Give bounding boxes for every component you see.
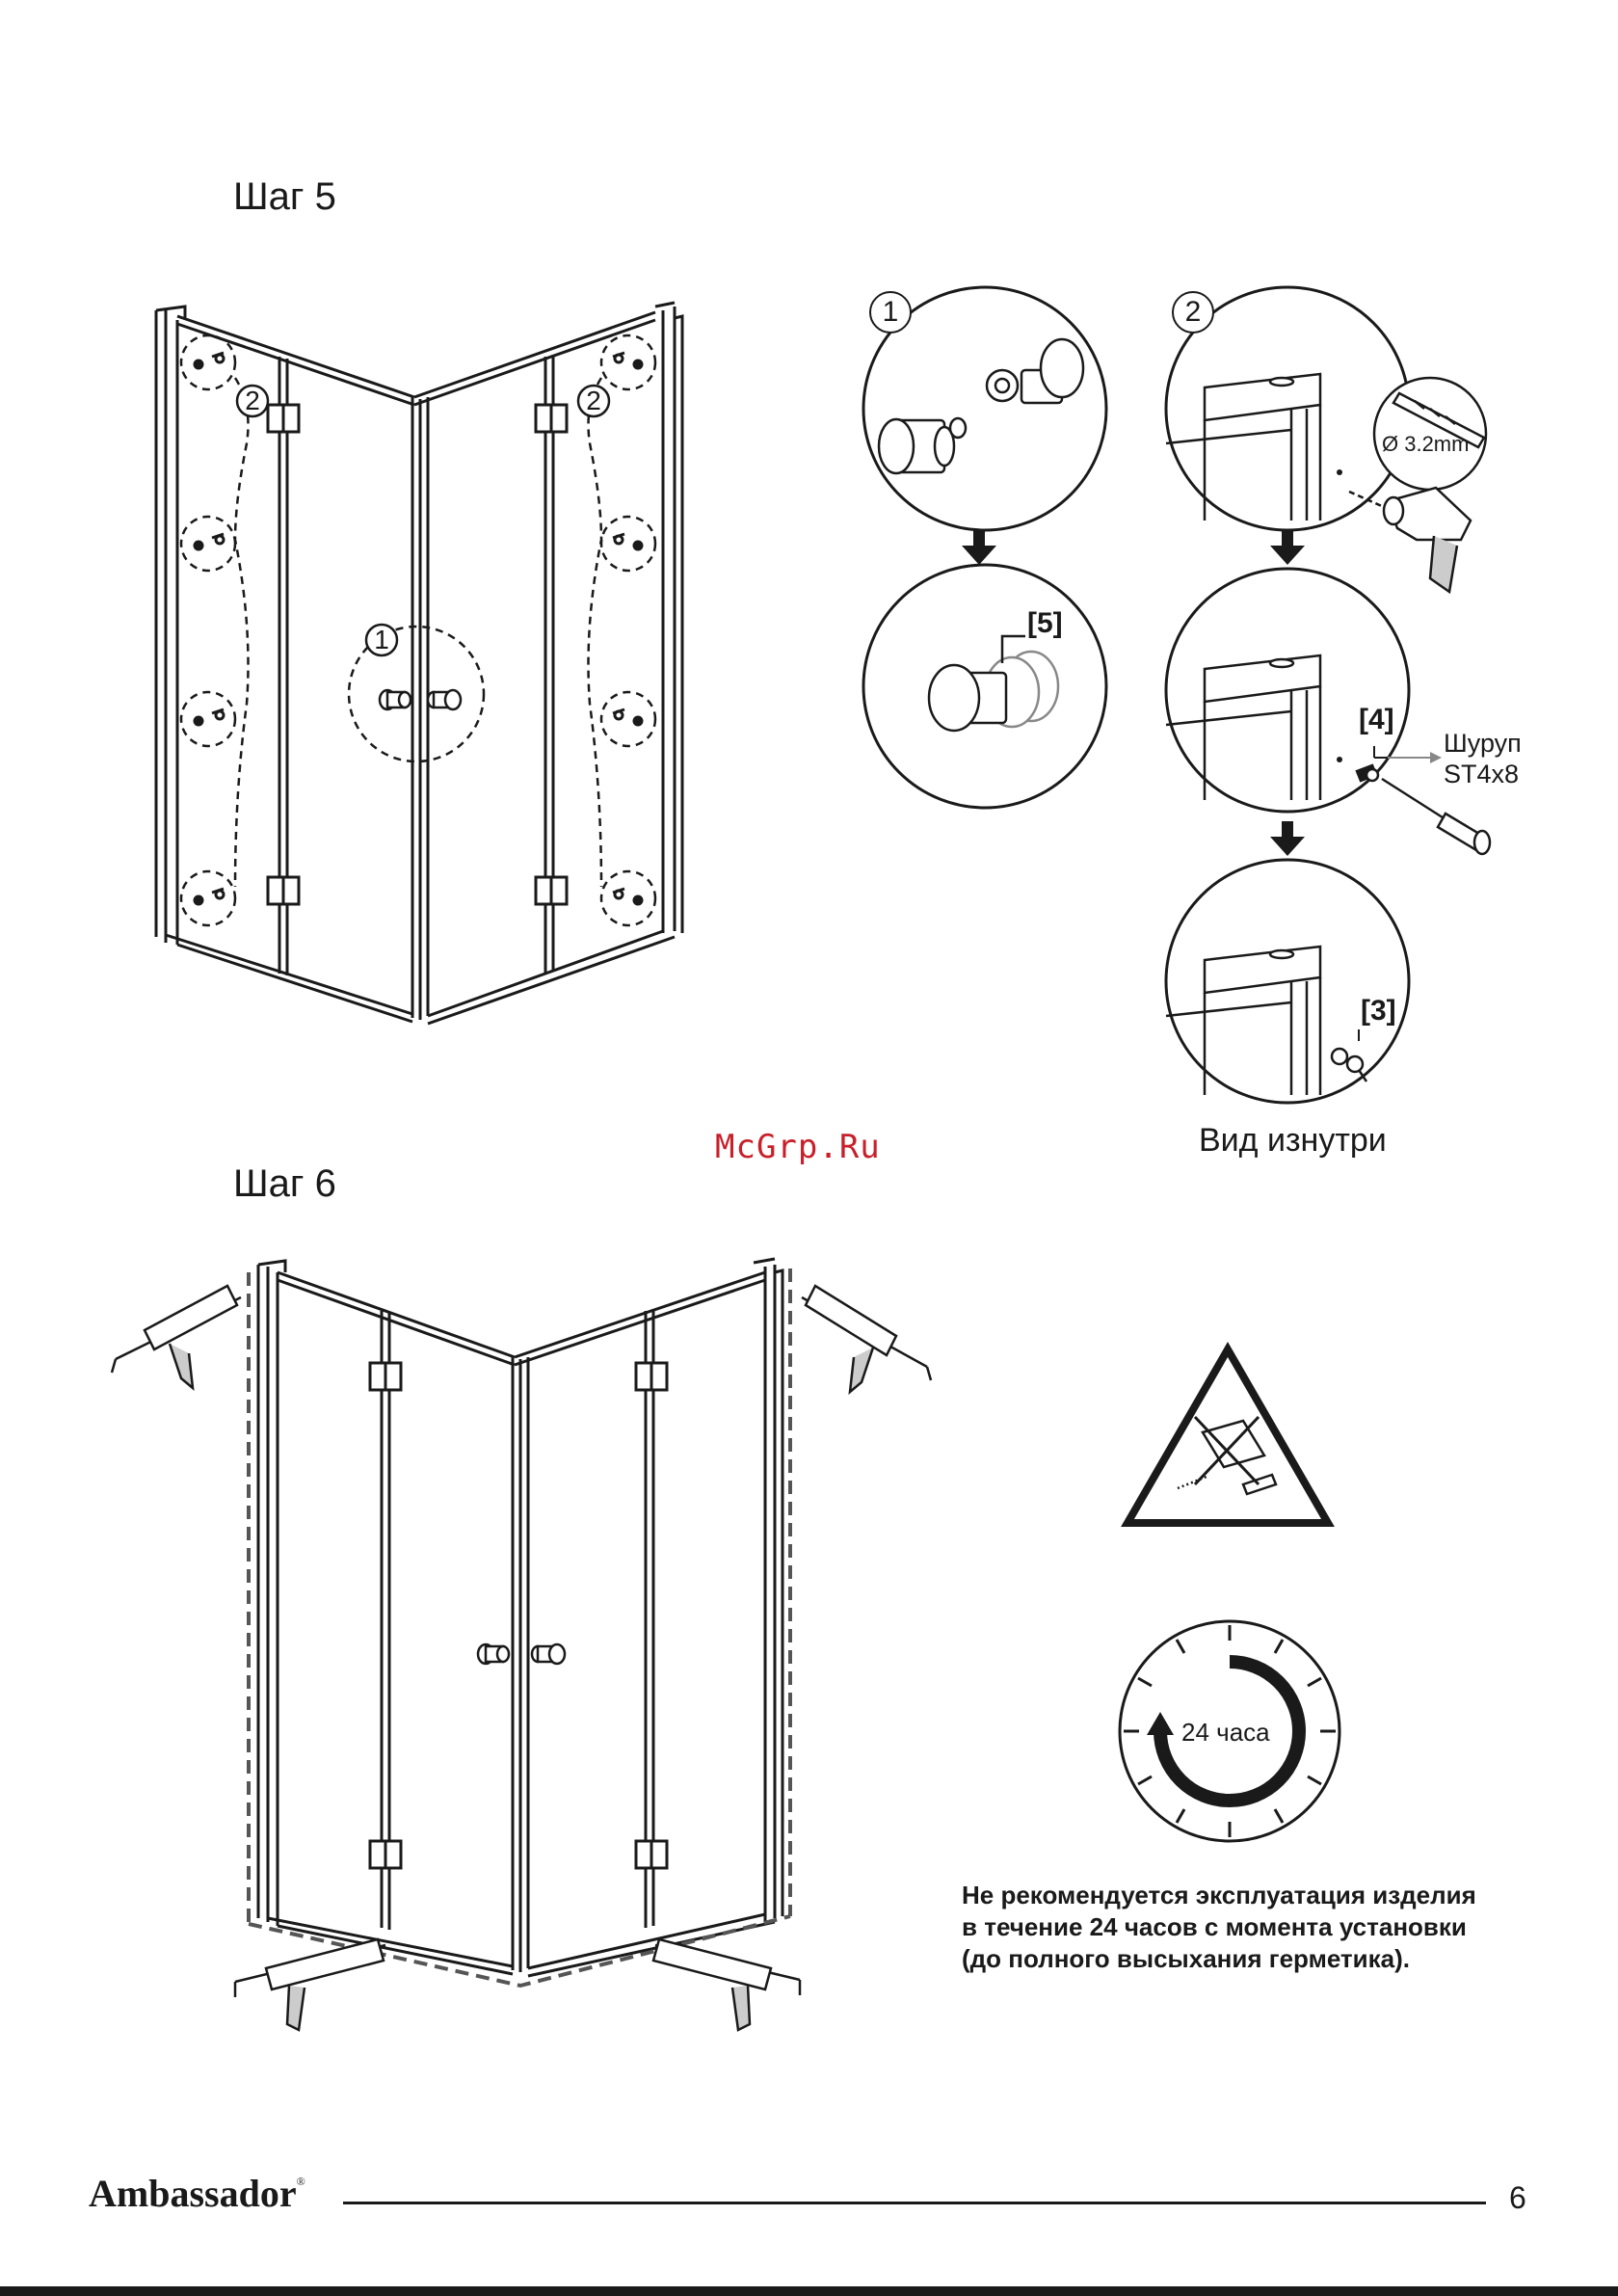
brand-mark: ® — [297, 2175, 305, 2188]
footer-rule — [343, 2202, 1486, 2204]
brand-name: Ambassador — [89, 2172, 297, 2215]
bottom-page-edge — [0, 2286, 1618, 2296]
page-number: 6 — [1509, 2180, 1526, 2216]
brand-logo: Ambassador® — [89, 2171, 305, 2216]
usage-note: Не рекомендуется эксплуатация изделия в … — [962, 1880, 1476, 1975]
timer-label: 24 часа — [1181, 1718, 1270, 1748]
